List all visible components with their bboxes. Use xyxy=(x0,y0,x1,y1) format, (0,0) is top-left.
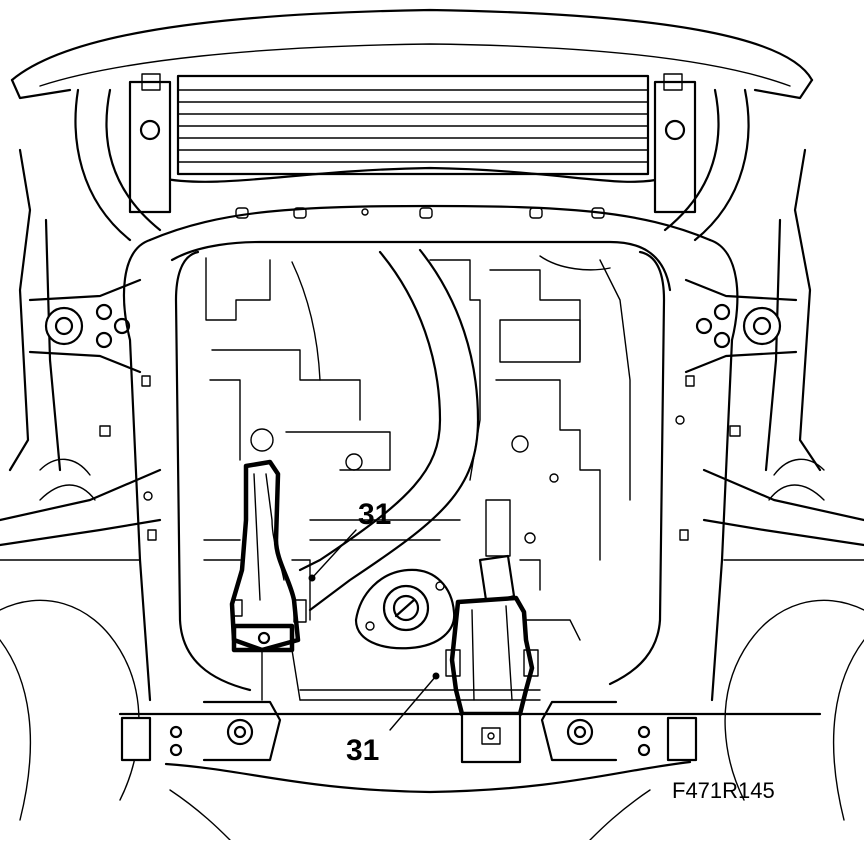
right-strut-mount xyxy=(684,278,798,374)
figure-code: F471R145 xyxy=(672,778,775,803)
left-fender xyxy=(0,88,162,801)
crossmember xyxy=(118,689,822,794)
left-strut-mount xyxy=(28,278,142,374)
callout-31-upper-dot xyxy=(308,574,316,582)
exhaust-pipe xyxy=(298,248,480,612)
radiator xyxy=(128,73,697,214)
exhaust-flange xyxy=(354,568,456,650)
left-engine-mount xyxy=(229,459,311,701)
callout-31-lower: 31 xyxy=(346,672,440,767)
front-bumper xyxy=(10,8,814,100)
engine-block xyxy=(203,255,631,561)
callout-31-upper: 31 xyxy=(308,498,391,582)
right-fender xyxy=(663,88,864,801)
callout-31-lower-label: 31 xyxy=(346,734,379,767)
callout-31-upper-label: 31 xyxy=(358,498,391,531)
right-control-arm xyxy=(702,458,864,547)
right-engine-mount xyxy=(445,499,581,764)
subframe xyxy=(99,204,741,702)
lower-outline xyxy=(0,639,864,841)
callout-31-lower-dot xyxy=(432,672,440,680)
